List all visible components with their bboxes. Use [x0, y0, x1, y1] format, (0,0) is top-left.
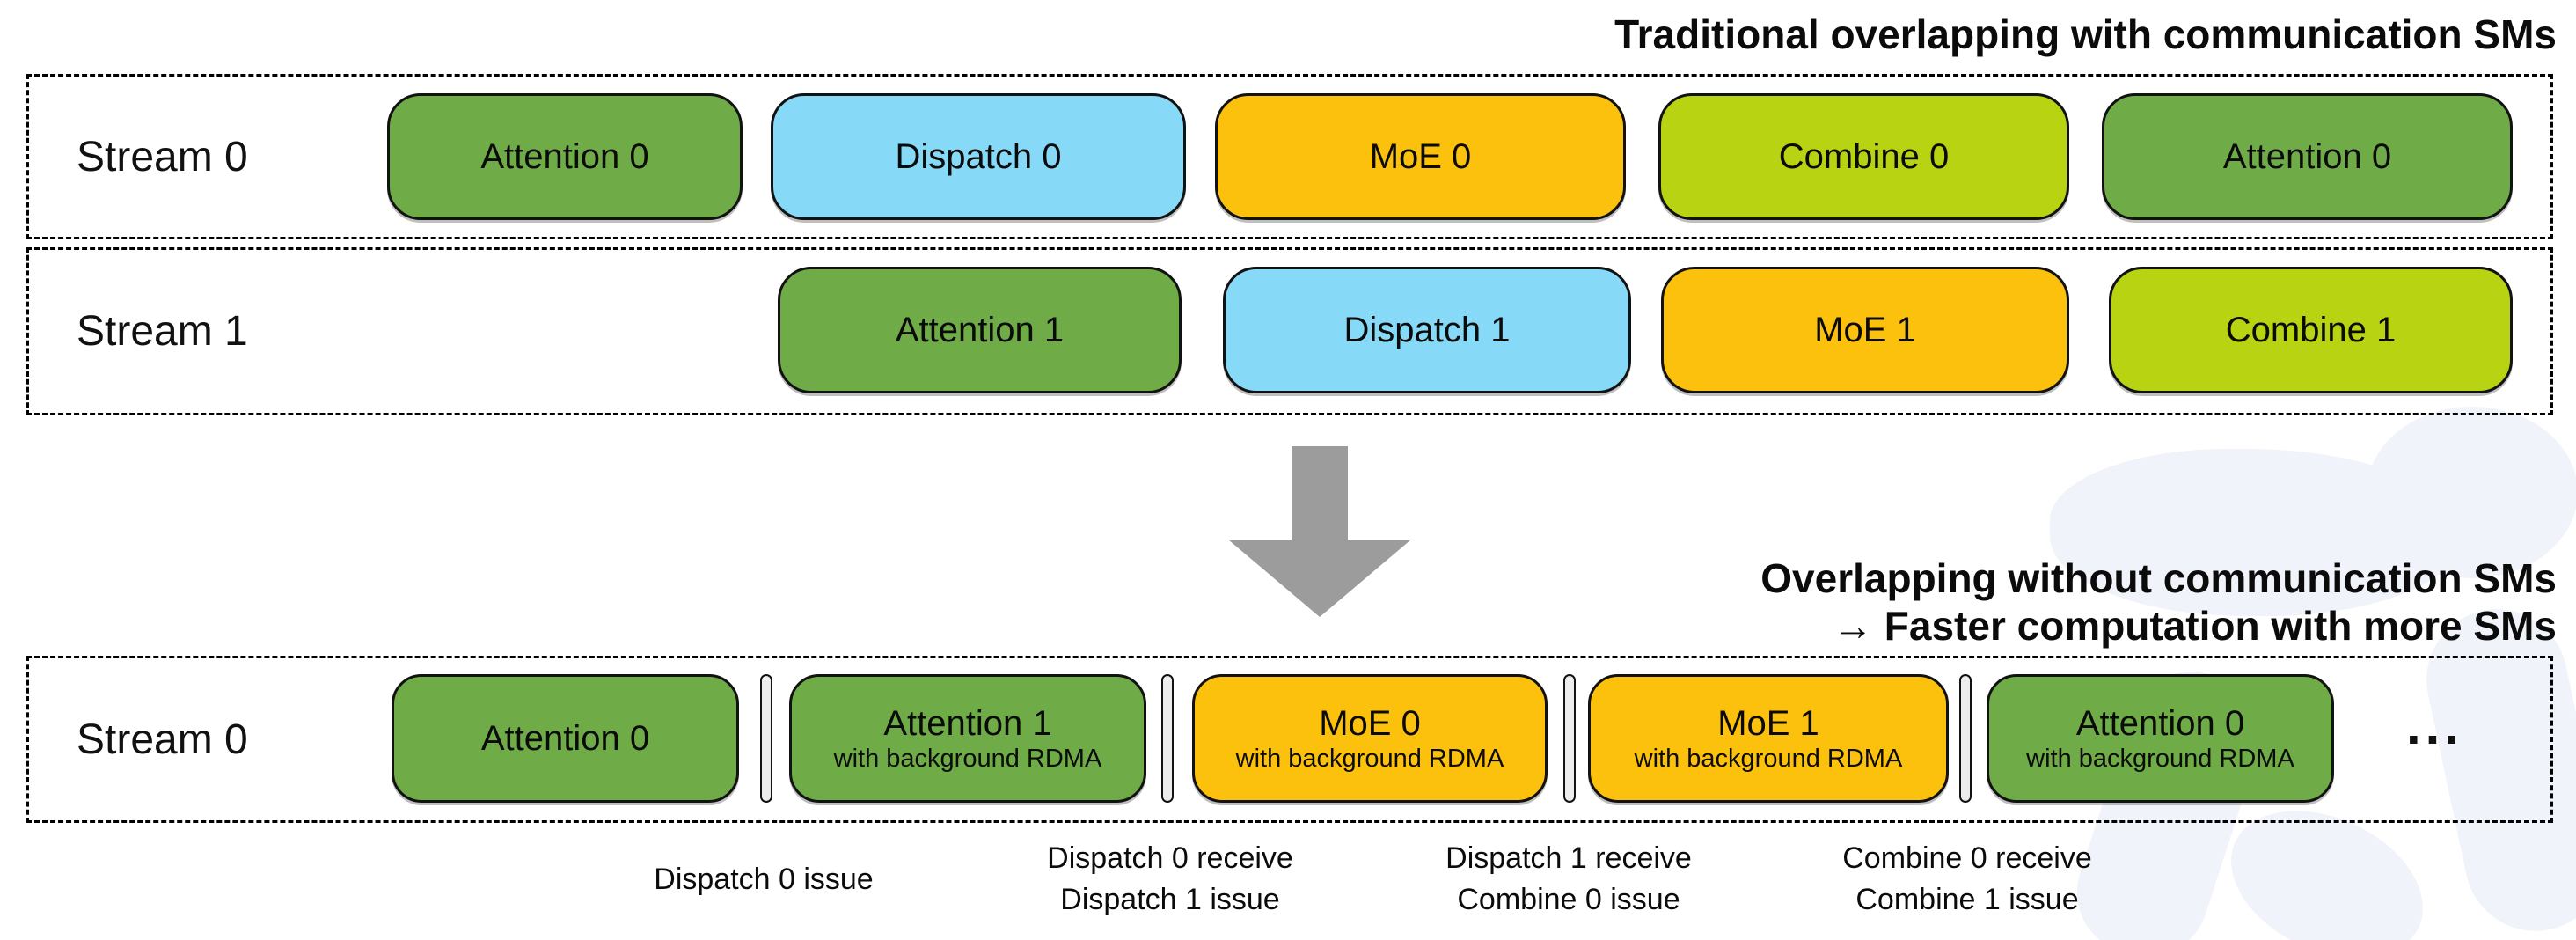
annotation-dispatch0-receive: Dispatch 0 receive Dispatch 1 issue: [959, 838, 1381, 921]
block-dispatch1: Dispatch 1: [1223, 267, 1631, 393]
block-sublabel: with background RDMA: [1235, 745, 1504, 773]
stream-separator: [1563, 674, 1576, 803]
title-optimized-line1: Overlapping without communication SMs: [1760, 555, 2557, 601]
block-label: Attention 0: [480, 719, 650, 758]
block-sublabel: with background RDMA: [1634, 745, 1903, 773]
watermark-blob: [2367, 407, 2576, 578]
block-combine0: Combine 0: [1658, 93, 2069, 220]
block-combine1: Combine 1: [2109, 267, 2513, 393]
annotation-line: Dispatch 0 issue: [654, 863, 874, 896]
block-label: MoE 0: [1319, 704, 1421, 743]
continuation-ellipsis: ...: [2406, 696, 2464, 755]
stream1-label: Stream 1: [77, 308, 248, 355]
block-label: MoE 1: [1717, 704, 1819, 743]
block-attention1: Attention 1: [778, 267, 1182, 393]
annotation-line: Combine 1 issue: [1855, 883, 2079, 916]
block-label: MoE 0: [1369, 137, 1472, 176]
annotation-line: Dispatch 1 issue: [1060, 883, 1280, 916]
annotation-dispatch1-receive: Dispatch 1 receive Combine 0 issue: [1358, 838, 1780, 921]
block-fused-attention1: Attention 1 with background RDMA: [789, 674, 1146, 803]
block-attention0: Attention 0: [387, 93, 743, 220]
annotation-line: Dispatch 1 receive: [1445, 841, 1692, 875]
block-sublabel: with background RDMA: [833, 745, 1102, 773]
block-label: Combine 0: [1778, 137, 1950, 176]
block-label: Attention 0: [2222, 137, 2392, 176]
block-label: Attention 0: [2075, 704, 2245, 743]
block-attention0-next: Attention 0: [2102, 93, 2513, 220]
block-moe1: MoE 1: [1661, 267, 2069, 393]
block-label: Attention 1: [895, 311, 1065, 349]
block-fused-moe1: MoE 1 with background RDMA: [1588, 674, 1949, 803]
annotation-line: Combine 0 receive: [1842, 841, 2092, 875]
annotation-line: Combine 0 issue: [1457, 883, 1680, 916]
down-arrow-icon: [1228, 540, 1411, 617]
block-moe0: MoE 0: [1215, 93, 1626, 220]
block-fused-attention0-next: Attention 0 with background RDMA: [1987, 674, 2334, 803]
traditional-stream1-box: Stream 1: [26, 247, 2553, 415]
block-fused-attention0: Attention 0: [392, 674, 739, 803]
block-label: Attention 0: [480, 137, 649, 176]
title-traditional: Traditional overlapping with communicati…: [1614, 11, 2557, 58]
title-optimized-line2: → Faster computation with more SMs: [1833, 603, 2557, 649]
down-arrow-shaft: [1292, 446, 1348, 540]
title-traditional-text: Traditional overlapping with communicati…: [1614, 11, 2557, 57]
block-fused-moe0: MoE 0 with background RDMA: [1192, 674, 1548, 803]
traditional-stream0-box: Stream 0: [26, 74, 2553, 239]
block-label: Dispatch 1: [1343, 311, 1511, 349]
annotation-line: Dispatch 0 receive: [1047, 841, 1293, 875]
stream0-label-optimized: Stream 0: [77, 716, 248, 763]
title-optimized: Overlapping without communication SMs → …: [1760, 554, 2557, 650]
optimized-stream0-box: Stream 0: [26, 656, 2553, 823]
stream-separator: [760, 674, 772, 803]
block-sublabel: with background RDMA: [2026, 745, 2294, 773]
block-label: Dispatch 0: [895, 137, 1062, 176]
block-label: MoE 1: [1814, 311, 1916, 349]
block-label: Combine 1: [2225, 311, 2397, 349]
block-label: Attention 1: [883, 704, 1052, 743]
stream-separator: [1959, 674, 1972, 803]
block-dispatch0: Dispatch 0: [771, 93, 1186, 220]
annotation-combine0-receive: Combine 0 receive Combine 1 issue: [1756, 838, 2178, 921]
stream0-label: Stream 0: [77, 133, 248, 180]
stream-separator: [1161, 674, 1174, 803]
annotation-dispatch0-issue: Dispatch 0 issue: [553, 859, 975, 900]
